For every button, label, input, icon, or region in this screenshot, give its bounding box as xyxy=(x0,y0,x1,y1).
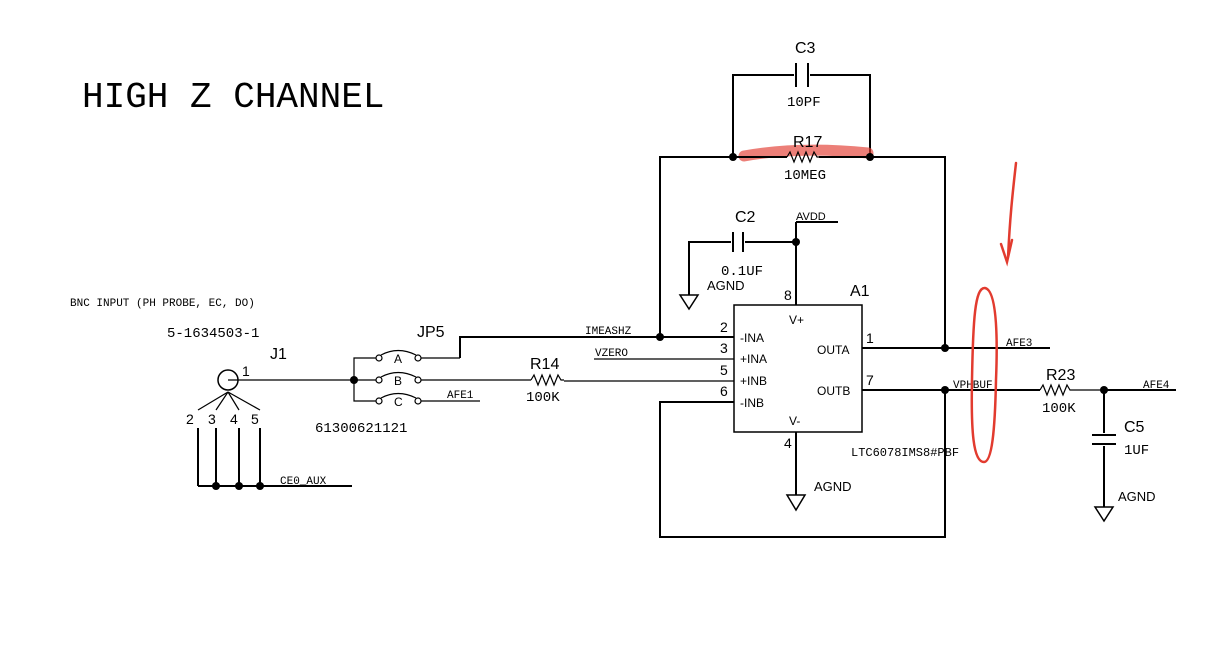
opamp-ref: A1 xyxy=(850,283,870,300)
connector-pin-2: 2 xyxy=(186,411,194,427)
connector-description: BNC INPUT (PH PROBE, EC, DO) xyxy=(70,298,255,310)
output-wiring: AFE3 VPHBUF xyxy=(862,338,1050,394)
r17-highlight-mark xyxy=(738,144,874,162)
jumper-part-number: 61300621121 xyxy=(315,421,407,437)
pin-num-2: 2 xyxy=(720,319,728,335)
pin-num-1: 1 xyxy=(866,330,874,346)
r23-resistor: R23 100K AFE4 xyxy=(1039,367,1176,417)
opamp-a1: A1 LTC6078IMS8#PBF -INA +INA +INB -INB O… xyxy=(720,283,959,512)
pin-label-inB-pos: +INB xyxy=(740,374,767,388)
page-title: HIGH Z CHANNEL xyxy=(82,77,384,118)
net-afe4: AFE4 xyxy=(1143,380,1170,392)
c5-ref: C5 xyxy=(1124,419,1145,436)
agnd-label-c2: AGND xyxy=(707,278,745,293)
r17-value: 10MEG xyxy=(784,168,826,184)
jumper-ref: JP5 xyxy=(417,324,445,341)
r14-ref: R14 xyxy=(530,356,559,373)
jumper-jp5: JP5 61300621121 A B C AFE1 xyxy=(315,324,531,437)
red-arrow-annotation xyxy=(999,161,1018,267)
net-ce0-aux: CE0_AUX xyxy=(280,476,327,488)
net-vzero: VZERO xyxy=(595,348,628,360)
c2-ref: C2 xyxy=(735,209,756,226)
c5-value: 1UF xyxy=(1124,443,1149,459)
r17-ref: R17 xyxy=(793,134,822,151)
r17-resistor: R17 10MEG xyxy=(659,134,946,348)
c3-capacitor: C3 10PF xyxy=(732,40,871,157)
c2-capacitor: C2 0.1UF AVDD AGND xyxy=(678,209,838,311)
net-imeashz: IMEASHZ xyxy=(585,326,632,338)
agnd-label-opamp: AGND xyxy=(814,479,852,494)
red-ellipse-annotation xyxy=(970,286,998,464)
connector-pin-3: 3 xyxy=(208,411,216,427)
r14-value: 100K xyxy=(526,390,560,406)
connector-ref: J1 xyxy=(270,346,287,363)
c2-value: 0.1UF xyxy=(721,264,763,280)
c3-ref: C3 xyxy=(795,40,816,57)
net-afe3: AFE3 xyxy=(1006,338,1032,350)
pin-num-4: 4 xyxy=(784,435,792,451)
pin-num-3: 3 xyxy=(720,340,728,356)
pin-num-6: 6 xyxy=(720,383,728,399)
pin-label-inA-neg: -INA xyxy=(740,331,764,345)
pin-label-outA: OUTA xyxy=(817,343,849,357)
connector-part-number: 5-1634503-1 xyxy=(167,326,259,342)
pin-num-7: 7 xyxy=(866,372,874,388)
pin-label-vminus: V- xyxy=(789,414,800,428)
bnc-connector-j1: BNC INPUT (PH PROBE, EC, DO) 5-1634503-1… xyxy=(70,298,358,490)
input-wiring: IMEASHZ VZERO xyxy=(459,326,946,538)
opamp-part-number: LTC6078IMS8#PBF xyxy=(851,446,959,460)
agnd-label-c5: AGND xyxy=(1118,489,1156,504)
c5-capacitor: C5 1UF AGND xyxy=(1092,390,1156,523)
net-afe1: AFE1 xyxy=(447,390,474,402)
pin-label-inA-pos: +INA xyxy=(740,352,767,366)
r23-ref: R23 xyxy=(1046,367,1075,384)
jumper-pos-a: A xyxy=(394,352,402,366)
r14-resistor: R14 100K xyxy=(526,356,564,406)
r23-value: 100K xyxy=(1042,401,1076,417)
pin-label-inB-neg: -INB xyxy=(740,396,764,410)
pin-label-vplus: V+ xyxy=(789,313,804,327)
net-avdd: AVDD xyxy=(796,211,826,223)
jumper-pos-c: C xyxy=(394,395,403,409)
connector-pin-5: 5 xyxy=(251,411,259,427)
connector-pin-1: 1 xyxy=(242,363,250,379)
pin-num-8: 8 xyxy=(784,287,792,303)
connector-pin-4: 4 xyxy=(230,411,238,427)
pin-label-outB: OUTB xyxy=(817,384,850,398)
c3-value: 10PF xyxy=(787,95,821,111)
pin-num-5: 5 xyxy=(720,362,728,378)
jumper-pos-b: B xyxy=(394,374,402,388)
